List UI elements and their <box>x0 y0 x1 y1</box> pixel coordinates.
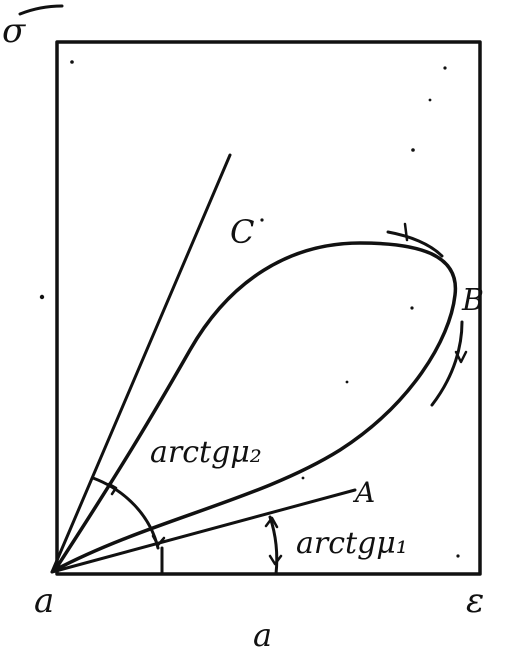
sigma-overbar <box>18 4 64 16</box>
angle-arrow-mu2-bottom <box>151 534 166 547</box>
speck-dot <box>456 554 460 558</box>
arc-mark-top <box>386 230 444 258</box>
arrow-head-b <box>454 350 468 364</box>
speck-dot <box>428 98 432 102</box>
loop-curve <box>53 241 458 572</box>
speck-dot <box>410 306 414 310</box>
angle-arc-mu1 <box>268 515 279 576</box>
angle-mu2-label: arctgμ₂ <box>150 435 262 470</box>
arrow-arc-b <box>430 320 464 407</box>
speck-dot <box>301 476 305 480</box>
speck-dot <box>443 66 447 70</box>
angle-arrow-mu1-top <box>264 516 279 529</box>
tangent-line-upper <box>50 153 232 574</box>
angle-mu1-label: arctgμ₁ <box>296 526 408 561</box>
speck-dot <box>411 148 415 152</box>
speck-dot <box>39 294 45 300</box>
speck-dot <box>345 380 349 384</box>
bottom-label: a <box>253 616 272 654</box>
point-c-label: C <box>230 213 254 251</box>
angle-arrow-mu1-bottom <box>268 554 283 566</box>
angle-arrow-mu2-top <box>107 482 118 496</box>
speck-dot <box>70 60 74 64</box>
y-axis-label: σ <box>2 11 26 51</box>
origin-label: a <box>34 581 54 621</box>
speck-dot <box>260 218 264 222</box>
tangent-line-lower <box>50 488 357 574</box>
arc-mark-tick <box>403 222 409 242</box>
point-a-label: A <box>352 476 375 509</box>
point-b-label: B <box>461 283 484 318</box>
x-axis-end-label: ε <box>466 581 484 621</box>
plot-frame <box>55 40 482 576</box>
